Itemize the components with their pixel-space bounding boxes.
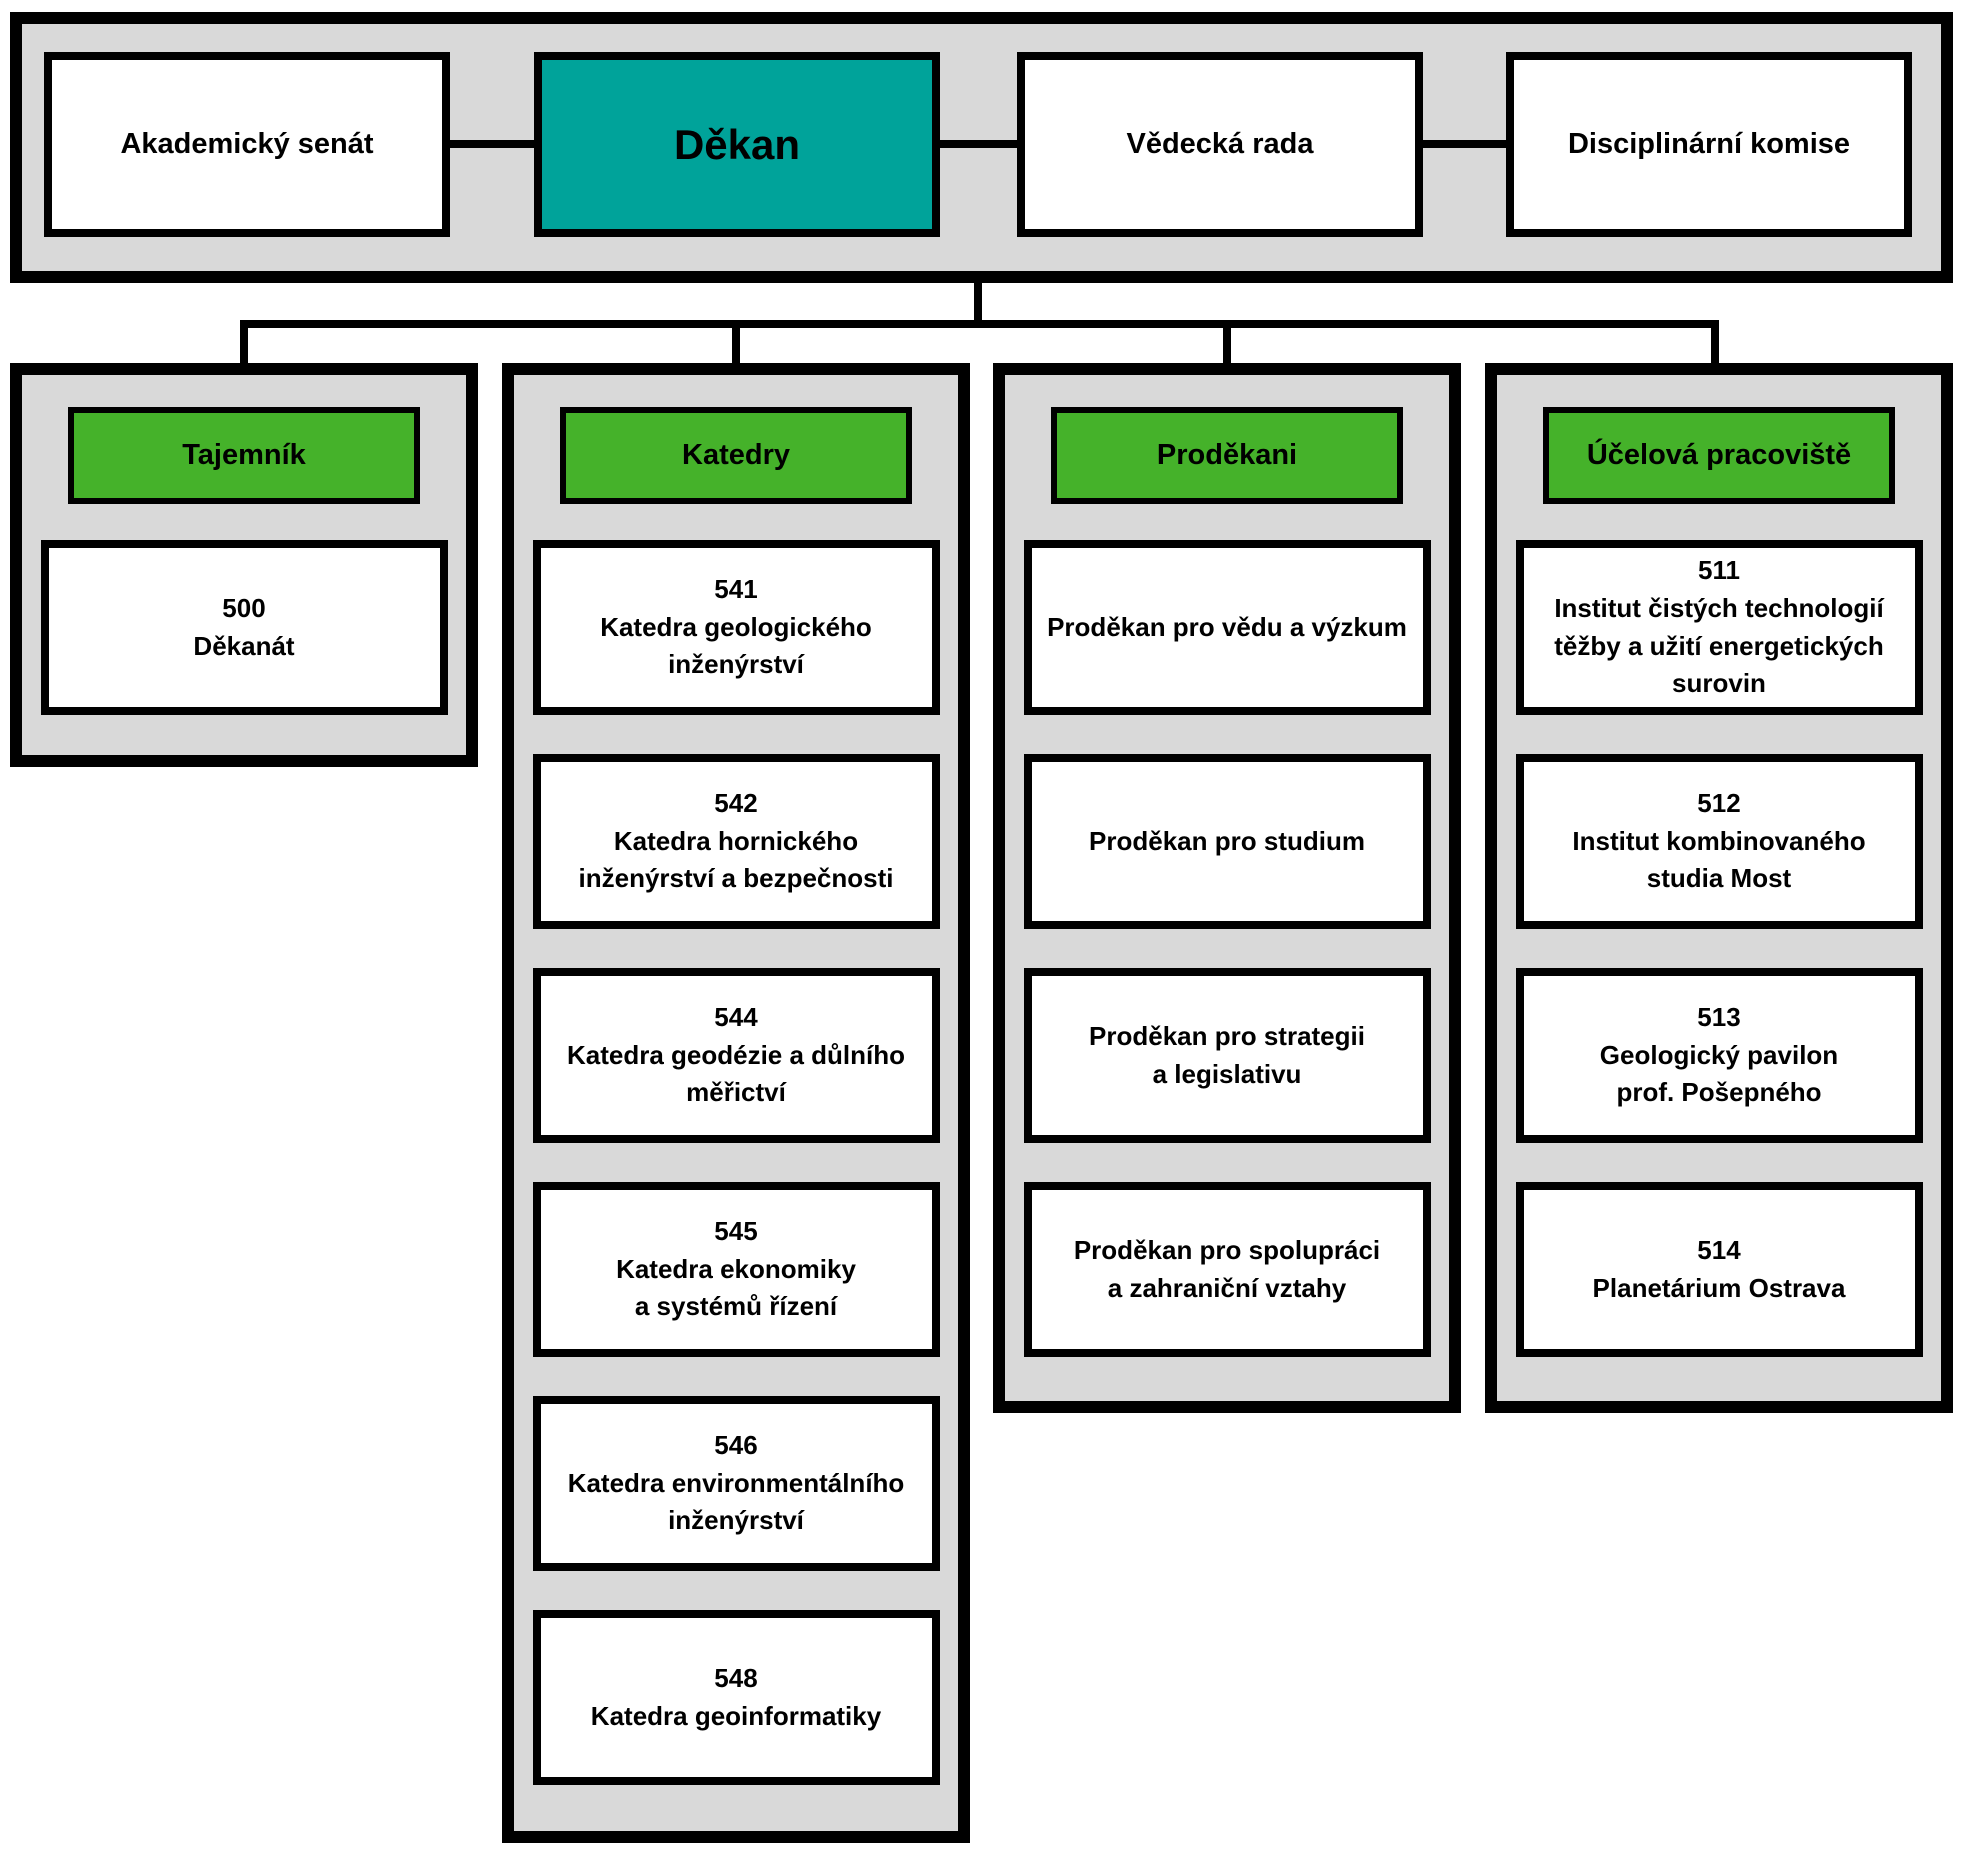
node-511: 511 Institut čistých technologií těžby a…: [1515, 540, 1923, 715]
node-akademicky-senat: Akademický senát: [44, 52, 450, 237]
node-544: 544 Katedra geodézie a důlního měřictví: [532, 968, 940, 1143]
connector-drop-ucelova: [1711, 328, 1719, 363]
node-541: 541 Katedra geologického inženýrství: [532, 540, 940, 715]
column-tajemnik: Tajemník 500 Děkanát: [10, 363, 478, 767]
connector-rail: [240, 320, 1719, 328]
node-546: 546 Katedra environmentálního inženýrstv…: [532, 1396, 940, 1571]
node-prodekan-studium: Proděkan pro studium: [1023, 754, 1431, 929]
node-548: 548 Katedra geoinformatiky: [532, 1610, 940, 1785]
node-514: 514 Planetárium Ostrava: [1515, 1182, 1923, 1357]
column-prodekani: Proděkani Proděkan pro vědu a výzkum Pro…: [993, 363, 1461, 1413]
node-545: 545 Katedra ekonomiky a systémů řízení: [532, 1182, 940, 1357]
column-ucelova-pracoviste: Účelová pracoviště 511 Institut čistých …: [1485, 363, 1953, 1413]
node-542: 542 Katedra hornického inženýrství a bez…: [532, 754, 940, 929]
connector-drop-katedry: [732, 328, 740, 363]
node-vedecka-rada: Vědecká rada: [1017, 52, 1423, 237]
node-prodekan-veda-vyzkum: Proděkan pro vědu a výzkum: [1023, 540, 1431, 715]
node-512: 512 Institut kombinovaného studia Most: [1515, 754, 1923, 929]
node-prodekan-strategie-legislativa: Proděkan pro strategii a legislativu: [1023, 968, 1431, 1143]
node-513: 513 Geologický pavilon prof. Pošepného: [1515, 968, 1923, 1143]
column-header-tajemnik: Tajemník: [68, 407, 420, 504]
column-header-ucelova-pracoviste: Účelová pracoviště: [1543, 407, 1895, 504]
node-500-dekanat: 500 Děkanát: [40, 540, 448, 715]
column-header-katedry: Katedry: [560, 407, 912, 504]
connector-stem: [974, 283, 982, 322]
link-dekan-rada: [940, 140, 1017, 148]
link-rada-komise: [1423, 140, 1506, 148]
node-dekan: Děkan: [534, 52, 940, 237]
connector-drop-prodekani: [1223, 328, 1231, 363]
column-header-prodekani: Proděkani: [1051, 407, 1403, 504]
node-disciplinarni-komise: Disciplinární komise: [1506, 52, 1912, 237]
link-senat-dekan: [450, 140, 534, 148]
node-prodekan-spoluprace-zahranici: Proděkan pro spolupráci a zahraniční vzt…: [1023, 1182, 1431, 1357]
column-katedry: Katedry 541 Katedra geologického inženýr…: [502, 363, 970, 1843]
connector-drop-tajemnik: [240, 328, 248, 363]
